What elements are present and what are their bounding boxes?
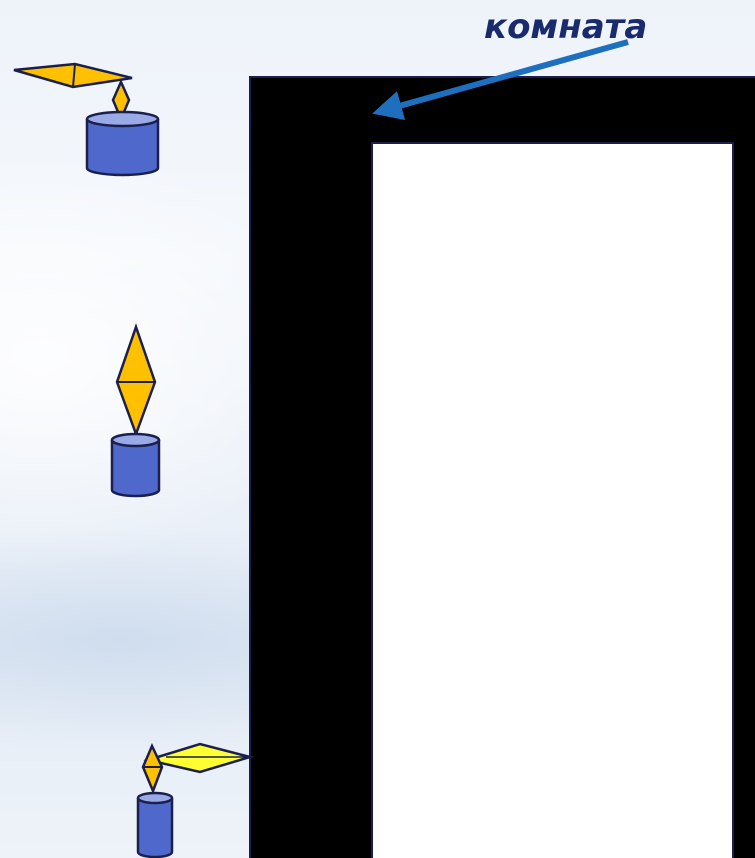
cylinder-icon	[136, 791, 174, 858]
piece-bottom	[136, 742, 255, 858]
yellow-diamond-icon	[143, 742, 255, 774]
room	[249, 76, 755, 858]
cylinder-icon	[85, 110, 160, 177]
arrow-icon	[372, 39, 629, 120]
piece-top	[13, 62, 160, 177]
piece-middle	[110, 323, 161, 498]
room-label: комната	[484, 7, 647, 47]
orange-diamond-icon	[115, 323, 157, 438]
room-interior	[371, 142, 734, 858]
orange-diamond-icon	[141, 742, 164, 795]
cylinder-icon	[110, 432, 161, 498]
diamond-ridge	[72, 63, 76, 88]
